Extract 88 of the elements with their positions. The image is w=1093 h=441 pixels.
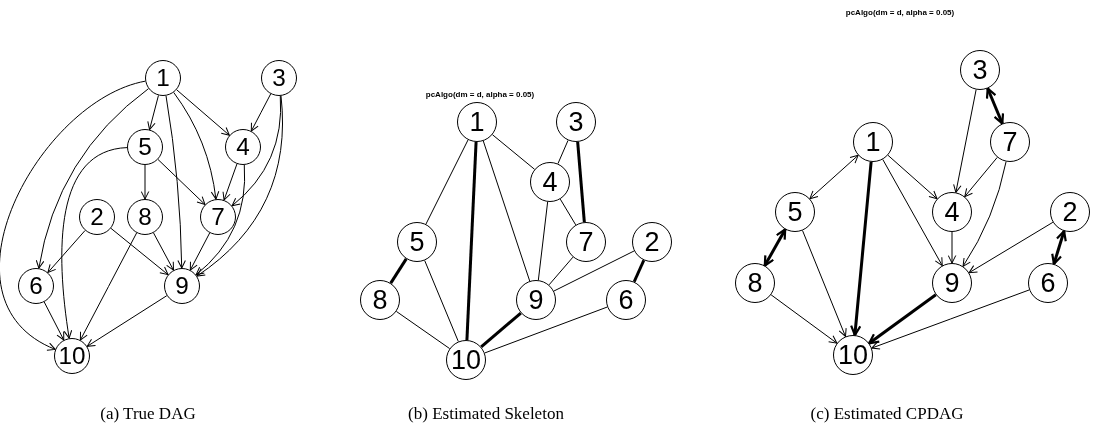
arrow xyxy=(887,154,938,200)
arrow xyxy=(947,231,957,264)
arrow xyxy=(61,147,128,339)
node-circle: 7 xyxy=(990,122,1030,162)
edge-line xyxy=(424,259,459,343)
arrow xyxy=(176,89,230,136)
arrow xyxy=(79,232,138,341)
arrow xyxy=(770,294,838,344)
arrow xyxy=(153,232,174,271)
arrow xyxy=(222,163,238,201)
arrow xyxy=(189,232,211,271)
edge-line xyxy=(395,310,451,350)
node-circle: 9 xyxy=(164,268,200,304)
node-circle: 10 xyxy=(446,340,486,380)
node-circle: 3 xyxy=(556,102,596,142)
node-circle: 1 xyxy=(853,122,893,162)
plot-title: pcAlgo(dm = d, alpha = 0.05) xyxy=(845,8,955,17)
subfigure-caption: (b) Estimated Skeleton xyxy=(408,404,564,424)
edge-line xyxy=(465,141,478,341)
node-circle: 9 xyxy=(932,263,972,303)
arrow xyxy=(802,230,847,337)
edge-line xyxy=(389,258,408,284)
arrow xyxy=(809,154,859,200)
node-circle: 7 xyxy=(566,222,606,262)
arrow xyxy=(250,93,272,132)
arrow xyxy=(43,301,65,341)
node-circle: 10 xyxy=(833,335,873,375)
arrow xyxy=(0,80,146,350)
arrow xyxy=(231,95,282,207)
node-circle: 1 xyxy=(457,102,497,142)
arrow xyxy=(47,230,86,273)
subfigure-caption: (a) True DAG xyxy=(100,404,196,424)
subfigure-caption: (c) Estimated CPDAG xyxy=(810,404,964,424)
node-circle: 6 xyxy=(1028,263,1068,303)
arrow xyxy=(953,89,977,193)
arrow xyxy=(110,227,169,276)
edge-line xyxy=(548,256,574,286)
node-circle: 8 xyxy=(127,199,163,235)
edge-line xyxy=(425,139,469,225)
node-circle: 5 xyxy=(397,222,437,262)
edge-line xyxy=(557,139,569,165)
arrow xyxy=(195,164,246,276)
arrow xyxy=(173,91,220,200)
node-circle: 1 xyxy=(145,60,181,96)
arrow xyxy=(147,94,159,131)
plot-title: pcAlgo(dm = d, alpha = 0.05) xyxy=(425,90,535,99)
edge-line xyxy=(632,259,646,283)
node-circle: 2 xyxy=(632,222,672,262)
arrow xyxy=(1051,230,1067,265)
node-circle: 2 xyxy=(79,199,115,235)
arrow xyxy=(985,87,1005,125)
node-circle: 3 xyxy=(960,50,1000,90)
node-circle: 9 xyxy=(516,280,556,320)
edge-line xyxy=(576,141,586,223)
arrow xyxy=(36,88,149,269)
arrow xyxy=(165,95,186,269)
node-circle: 7 xyxy=(200,199,236,235)
node-circle: 6 xyxy=(606,280,646,320)
node-circle: 5 xyxy=(775,192,815,232)
arrow xyxy=(964,156,998,198)
edge-line xyxy=(484,306,608,354)
edge-line xyxy=(480,311,522,349)
node-circle: 5 xyxy=(127,129,163,165)
node-circle: 10 xyxy=(54,338,90,374)
node-circle: 2 xyxy=(1050,192,1090,232)
node-circle: 3 xyxy=(261,60,297,96)
node-circle: 4 xyxy=(530,162,570,202)
edge-line xyxy=(482,140,531,282)
node-circle: 6 xyxy=(18,268,54,304)
node-circle: 4 xyxy=(225,129,261,165)
arrow xyxy=(868,293,937,345)
arrow xyxy=(968,221,1054,274)
arrow xyxy=(850,161,873,337)
arrow xyxy=(86,295,168,347)
node-circle: 4 xyxy=(932,192,972,232)
edge-line xyxy=(537,201,549,281)
arrow xyxy=(763,228,787,267)
edge-line xyxy=(559,198,577,226)
arrow xyxy=(962,161,1007,267)
edge-line xyxy=(491,134,536,170)
arrow xyxy=(140,164,150,200)
node-circle: 8 xyxy=(360,280,400,320)
edge-line xyxy=(553,250,635,292)
arrow xyxy=(882,158,943,267)
arrow xyxy=(157,158,206,206)
arrow xyxy=(196,95,283,277)
node-circle: 8 xyxy=(735,263,775,303)
arrow xyxy=(871,289,1030,350)
